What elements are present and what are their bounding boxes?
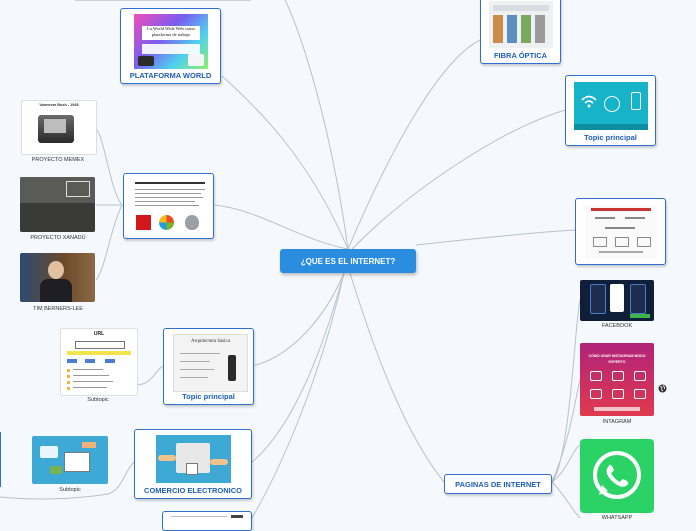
central-topic[interactable]: ¿QUE ES EL INTERNET? <box>280 249 416 273</box>
whatsapp-image <box>580 439 654 513</box>
fibra-label: FIBRA ÓPTICA <box>493 51 548 60</box>
facebook-image <box>580 280 654 321</box>
node-topic-principal-left[interactable]: Arquitectura básica Topic principal <box>163 328 254 405</box>
mind-map-canvas: ¿QUE ES EL INTERNET? La World Wide Web c… <box>0 0 667 531</box>
offscreen-node-edge <box>0 432 1 487</box>
tim-image <box>20 253 95 302</box>
node-plataforma-world[interactable]: La World Wide Web como plataforma de tra… <box>120 8 221 84</box>
commerce-subtopic-image <box>32 436 108 484</box>
arquitectura-image: Arquitectura básica <box>173 334 248 392</box>
plataforma-label: PLATAFORMA WORLD <box>129 71 212 80</box>
partial-top-node-edge <box>75 0 251 1</box>
node-www-platforms[interactable] <box>123 173 214 239</box>
topic-left-label: Topic principal <box>182 392 235 401</box>
node-bottom-partial[interactable] <box>162 511 252 531</box>
whatsapp-label: WHATSAPP <box>601 515 633 521</box>
paginas-label: PAGINAS DE INTERNET <box>455 480 541 489</box>
platforms-image <box>133 179 207 233</box>
url-image-title: URL <box>93 331 105 337</box>
node-paginas-internet[interactable]: PAGINAS DE INTERNET <box>444 474 552 494</box>
url-image: URL <box>60 328 138 396</box>
memex-image-caption: Vannevar Bush - 1945 <box>39 103 79 107</box>
subtopic-commerce-label: Subtopic <box>59 487 81 493</box>
node-topic-principal-right[interactable]: Topic principal <box>565 75 656 146</box>
xanadu-image <box>20 177 95 232</box>
xanadu-label: PROYECTO XANADÚ <box>30 235 86 241</box>
diagram-image <box>585 205 657 259</box>
instagram-label: INTAGRAM <box>602 419 632 425</box>
topic-right-label: Topic principal <box>584 133 637 142</box>
node-fibra-optica[interactable]: FIBRA ÓPTICA <box>480 0 561 64</box>
globe-icon[interactable] <box>658 380 667 393</box>
node-diagram-right[interactable] <box>575 198 666 265</box>
node-comercio-electronico[interactable]: COMERCIO ELECTRONICO <box>134 429 252 499</box>
comercio-image <box>156 435 231 483</box>
central-topic-label: ¿QUE ES EL INTERNET? <box>300 256 396 266</box>
memex-label: PROYECTO MEMEX <box>31 157 85 163</box>
fibra-image <box>489 1 553 48</box>
whatsapp-icon <box>593 451 641 499</box>
comercio-label: COMERCIO ELECTRONICO <box>144 486 242 495</box>
instagram-image: CÓMO USAR INSTAGRAM MODO EXPERTO <box>580 343 654 416</box>
instagram-image-caption: CÓMO USAR INSTAGRAM MODO EXPERTO <box>588 354 646 364</box>
arquitectura-caption: Arquitectura básica <box>190 339 230 344</box>
connector-lines <box>0 0 581 519</box>
tim-label: TIM BERNERS-LEE <box>33 306 83 312</box>
plataforma-image-caption: La World Wide Web como plataforma de tra… <box>142 26 200 40</box>
wifi-icon <box>580 92 598 116</box>
facebook-label: FACEBOOK <box>601 323 633 329</box>
subtopic-url-label: Subtopic <box>87 397 109 403</box>
plataforma-image: La World Wide Web como plataforma de tra… <box>134 14 208 69</box>
wifi-image <box>574 82 648 130</box>
memex-image: Vannevar Bush - 1945 <box>21 100 97 155</box>
